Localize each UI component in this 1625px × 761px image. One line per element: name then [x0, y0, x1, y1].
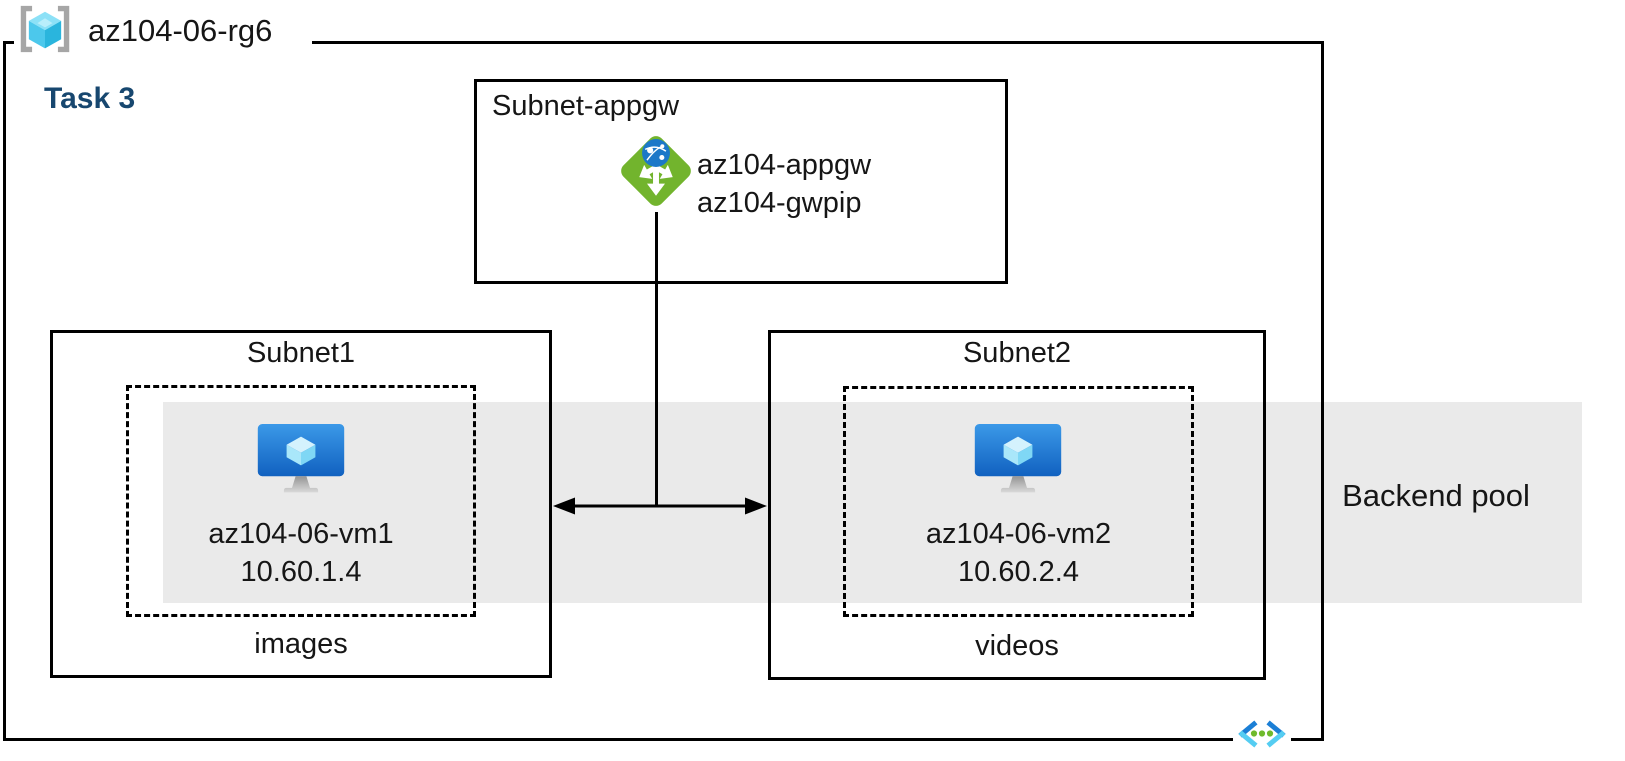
appgw-public-ip-label: az104-gwpip — [697, 187, 862, 219]
resource-group-icon — [20, 5, 70, 53]
virtual-machine-icon — [974, 424, 1062, 493]
vm1-dashed-box — [126, 385, 476, 617]
application-gateway-icon — [621, 136, 691, 206]
vm2-name-label: az104-06-vm2 — [925, 518, 1112, 550]
appgw-text-block: az104-appgw az104-gwpip — [697, 146, 871, 222]
subnet2-app-label: videos — [975, 630, 1059, 662]
subnet1-box — [50, 330, 552, 678]
resource-group-title: az104-06-rg6 — [88, 13, 273, 48]
vm2-dashed-box — [843, 386, 1194, 617]
subnet1-app-label: images — [254, 628, 348, 660]
backend-double-arrow — [553, 497, 767, 515]
backend-pool-band — [163, 402, 1582, 603]
virtual-network-icon — [1238, 720, 1286, 748]
gateway-connector-line — [655, 212, 658, 506]
vm1-ip-label: 10.60.1.4 — [240, 556, 362, 588]
subnet2-label: Subnet2 — [962, 337, 1072, 369]
appgw-subnet-box — [474, 79, 1008, 284]
vm2-ip-label: 10.60.2.4 — [958, 556, 1079, 588]
virtual-machine-icon — [257, 424, 345, 493]
appgw-name-label: az104-appgw — [697, 149, 872, 181]
subnet2-box — [768, 330, 1266, 680]
vm1-name-label: az104-06-vm1 — [208, 518, 394, 550]
resource-group-title-mask — [14, 33, 312, 53]
task-label: Task 3 — [44, 82, 136, 115]
backend-pool-label: Backend pool — [1342, 477, 1530, 513]
appgw-subnet-label: Subnet-appgw — [492, 90, 680, 122]
resource-group-box — [3, 41, 1324, 741]
subnet1-label: Subnet1 — [246, 337, 356, 369]
